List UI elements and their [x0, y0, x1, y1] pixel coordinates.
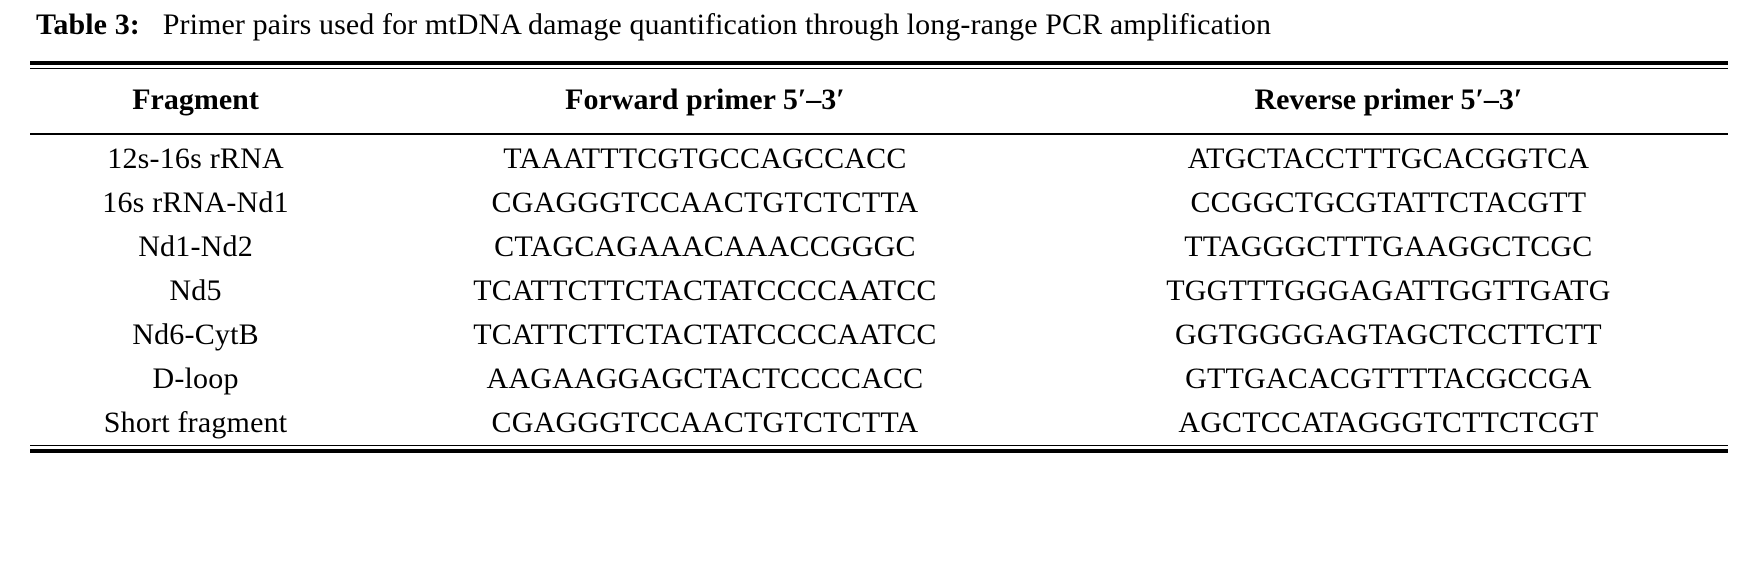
table-caption: Table 3: Primer pairs used for mtDNA dam… — [30, 0, 1728, 61]
table-row: Nd5 TCATTCTTCTACTATCCCCAATCC TGGTTTGGGAG… — [30, 269, 1728, 313]
table-header-rule — [30, 132, 1728, 135]
column-header-forward-primer: Forward primer 5′–3′ — [565, 82, 845, 116]
table-top-rule — [30, 60, 1728, 69]
table-row: D-loop AAGAAGGAGCTACTCCCCACC GTTGACACGTT… — [30, 357, 1728, 401]
cell-fragment: Nd1-Nd2 — [138, 229, 253, 263]
cell-reverse-primer: GGTGGGGAGTAGCTCCTTCTT — [1175, 317, 1602, 351]
cell-forward-primer: CGAGGGTCCAACTGTCTCTTA — [491, 185, 919, 219]
cell-reverse-primer: AGCTCCATAGGGTCTTCTCGT — [1178, 405, 1599, 439]
cell-forward-primer: CTAGCAGAAACAAACCGGGC — [494, 229, 916, 263]
table-caption-text: Primer pairs used for mtDNA damage quant… — [162, 8, 1272, 41]
cell-fragment: Short fragment — [103, 405, 288, 439]
cell-reverse-primer: CCGGCTGCGTATTCTACGTT — [1190, 185, 1587, 219]
table-row: 16s rRNA-Nd1 CGAGGGTCCAACTGTCTCTTA CCGGC… — [30, 181, 1728, 225]
table-row: Nd6-CytB TCATTCTTCTACTATCCCCAATCC GGTGGG… — [30, 313, 1728, 357]
table-header-row: Fragment Forward primer 5′–3′ Reverse pr… — [30, 69, 1728, 133]
cell-fragment: Nd5 — [169, 273, 222, 307]
table-bottom-rule — [30, 444, 1728, 453]
column-header-fragment: Fragment — [132, 82, 259, 116]
cell-fragment: Nd6-CytB — [132, 317, 259, 351]
cell-fragment: 12s-16s rRNA — [107, 141, 284, 175]
cell-forward-primer: TCATTCTTCTACTATCCCCAATCC — [473, 273, 937, 307]
cell-forward-primer: TCATTCTTCTACTATCCCCAATCC — [473, 317, 937, 351]
cell-reverse-primer: TGGTTTGGGAGATTGGTTGATG — [1166, 273, 1611, 307]
table-row: 12s-16s rRNA TAAATTTCGTGCCAGCCACC ATGCTA… — [30, 137, 1728, 181]
primer-table: Fragment Forward primer 5′–3′ Reverse pr… — [30, 69, 1728, 133]
table-row: Nd1-Nd2 CTAGCAGAAACAAACCGGGC TTAGGGCTTTG… — [30, 225, 1728, 269]
table-body: 12s-16s rRNA TAAATTTCGTGCCAGCCACC ATGCTA… — [30, 137, 1728, 445]
cell-reverse-primer: GTTGACACGTTTTACGCCGA — [1185, 361, 1592, 395]
cell-fragment: D-loop — [152, 361, 239, 395]
table-header: Fragment Forward primer 5′–3′ Reverse pr… — [30, 69, 1728, 133]
cell-fragment: 16s rRNA-Nd1 — [102, 185, 289, 219]
cell-forward-primer: AAGAAGGAGCTACTCCCCACC — [486, 361, 924, 395]
column-header-reverse-primer: Reverse primer 5′–3′ — [1254, 82, 1523, 116]
table-caption-label: Table 3: — [36, 8, 140, 41]
cell-reverse-primer: TTAGGGCTTTGAAGGCTCGC — [1184, 229, 1593, 263]
table-row: Short fragment CGAGGGTCCAACTGTCTCTTA AGC… — [30, 401, 1728, 445]
cell-forward-primer: CGAGGGTCCAACTGTCTCTTA — [491, 405, 919, 439]
cell-forward-primer: TAAATTTCGTGCCAGCCACC — [503, 141, 907, 175]
cell-reverse-primer: ATGCTACCTTTGCACGGTCA — [1187, 141, 1590, 175]
primer-table-body: 12s-16s rRNA TAAATTTCGTGCCAGCCACC ATGCTA… — [30, 137, 1728, 445]
